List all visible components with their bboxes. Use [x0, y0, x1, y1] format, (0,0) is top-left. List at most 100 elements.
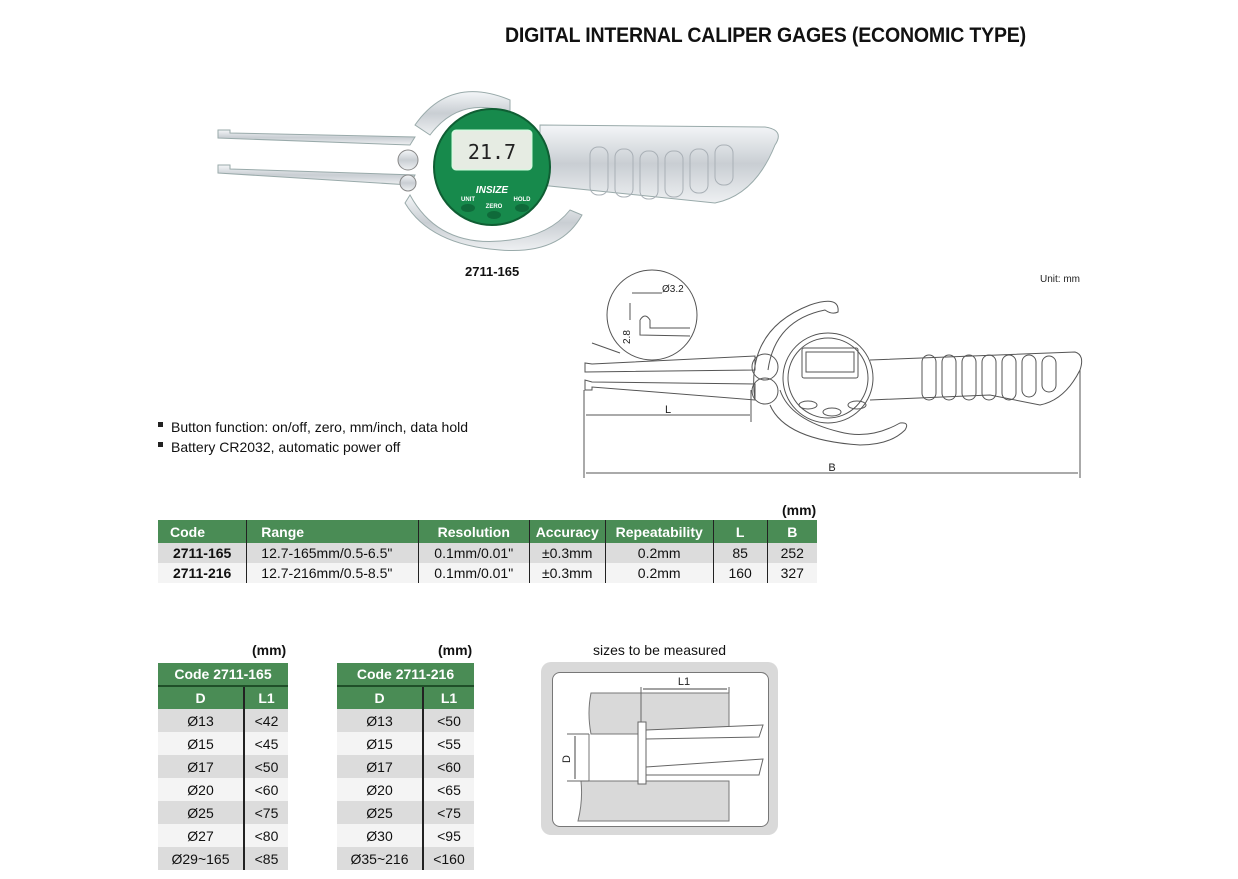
brand-logo: INSIZE [476, 185, 509, 196]
cell-resolution: 0.1mm/0.01" [417, 543, 530, 563]
cell-l1: <55 [422, 732, 474, 755]
cell-l1: <45 [243, 732, 288, 755]
cell-d: Ø30 [337, 824, 423, 847]
table-row: 2711-216 12.7-216mm/0.5-8.5" 0.1mm/0.01"… [158, 563, 817, 583]
cell-d: Ø25 [158, 801, 244, 824]
cell-b: 327 [766, 563, 817, 583]
col-code: Code [158, 520, 247, 543]
cell-d: Ø27 [158, 824, 244, 847]
table-code: Code 2711-216 [337, 663, 474, 687]
technical-drawing: Unit: mm Ø3.2 2.8 L B [583, 269, 1083, 478]
table-row: Ø17<60 [337, 755, 474, 778]
cell-d: Ø15 [337, 732, 423, 755]
cell-l1: <60 [422, 755, 474, 778]
dimension-d: D [561, 755, 573, 763]
table-row: Ø27<80 [158, 824, 288, 847]
lcd-reading: 21.7 [468, 140, 516, 164]
table-row: Ø17<50 [158, 755, 288, 778]
tip-height-dimension: 2.8 [622, 330, 633, 344]
depth-table-unit: (mm) [252, 642, 287, 658]
table-code-row: Code 2711-165 [158, 663, 288, 687]
cell-d: Ø15 [158, 732, 244, 755]
cell-l: 85 [712, 543, 768, 563]
col-l1: L1 [422, 686, 474, 709]
feature-item: Battery CR2032, automatic power off [158, 439, 400, 455]
cell-d: Ø13 [337, 709, 423, 732]
table-row: Ø15<55 [337, 732, 474, 755]
zero-button [487, 211, 501, 219]
depth-table-unit: (mm) [438, 642, 473, 658]
feature-item: Button function: on/off, zero, mm/inch, … [158, 419, 468, 435]
product-model-label: 2711-165 [465, 264, 520, 279]
table-row: Ø20<65 [337, 778, 474, 801]
cell-d: Ø17 [158, 755, 244, 778]
spec-table-unit: (mm) [782, 502, 817, 518]
cell-accuracy: ±0.3mm [528, 563, 606, 583]
dimension-b: B [828, 462, 835, 474]
hold-button-label: HOLD [514, 197, 532, 203]
table-code-row: Code 2711-216 [337, 663, 474, 687]
bullet-icon [158, 441, 163, 447]
cell-l1: <60 [243, 778, 288, 801]
table-row: Ø15<45 [158, 732, 288, 755]
cell-code: 2711-216 [158, 563, 247, 583]
zero-button-label: ZERO [486, 204, 503, 210]
cell-l1: <160 [422, 847, 474, 870]
col-l1: L1 [243, 686, 288, 709]
cell-d: Ø35~216 [337, 847, 423, 870]
unit-note: Unit: mm [1040, 274, 1080, 285]
cell-l1: <85 [243, 847, 288, 870]
col-range: Range [246, 520, 419, 543]
feature-text: Button function: on/off, zero, mm/inch, … [171, 419, 469, 435]
cell-l1: <95 [422, 824, 474, 847]
measure-diagram: L1 D [541, 662, 778, 835]
table-row: Ø13<42 [158, 709, 288, 732]
cell-d: Ø20 [337, 778, 423, 801]
cell-l1: <75 [243, 801, 288, 824]
cell-l1: <80 [243, 824, 288, 847]
cell-d: Ø13 [158, 709, 244, 732]
cell-b: 252 [766, 543, 817, 563]
table-row: Ø29~165<85 [158, 847, 288, 870]
cell-repeatability: 0.2mm [604, 563, 714, 583]
dimension-l1: L1 [678, 676, 690, 688]
col-resolution: Resolution [417, 520, 530, 543]
col-b: B [766, 520, 817, 543]
col-repeatability: Repeatability [604, 520, 714, 543]
cell-accuracy: ±0.3mm [528, 543, 606, 563]
cell-l1: <50 [422, 709, 474, 732]
spec-table-header: Code Range Resolution Accuracy Repeatabi… [158, 520, 817, 543]
unit-button [461, 204, 475, 212]
col-accuracy: Accuracy [528, 520, 606, 543]
spec-table: Code Range Resolution Accuracy Repeatabi… [158, 520, 817, 583]
cell-code: 2711-165 [158, 543, 247, 563]
cell-l1: <42 [243, 709, 288, 732]
tip-diameter-dimension: Ø3.2 [662, 284, 684, 295]
col-l: L [712, 520, 768, 543]
cell-repeatability: 0.2mm [604, 543, 714, 563]
cell-range: 12.7-165mm/0.5-6.5" [246, 543, 419, 563]
dimension-l: L [665, 404, 671, 416]
page-title: DIGITAL INTERNAL CALIPER GAGES (ECONOMIC… [505, 24, 1026, 47]
table-row: Ø25<75 [337, 801, 474, 824]
table-row: Ø13<50 [337, 709, 474, 732]
cell-d: Ø29~165 [158, 847, 244, 870]
table-row: Ø35~216<160 [337, 847, 474, 870]
cell-range: 12.7-216mm/0.5-8.5" [246, 563, 419, 583]
table-row: Ø30<95 [337, 824, 474, 847]
cell-d: Ø25 [337, 801, 423, 824]
cell-resolution: 0.1mm/0.01" [417, 563, 530, 583]
table-row: Ø25<75 [158, 801, 288, 824]
col-d: D [337, 686, 423, 709]
cell-d: Ø20 [158, 778, 244, 801]
cell-l1: <50 [243, 755, 288, 778]
feature-text: Battery CR2032, automatic power off [171, 439, 401, 455]
table-row: 2711-165 12.7-165mm/0.5-6.5" 0.1mm/0.01"… [158, 543, 817, 563]
hold-button [515, 204, 529, 212]
table-code: Code 2711-165 [158, 663, 288, 687]
